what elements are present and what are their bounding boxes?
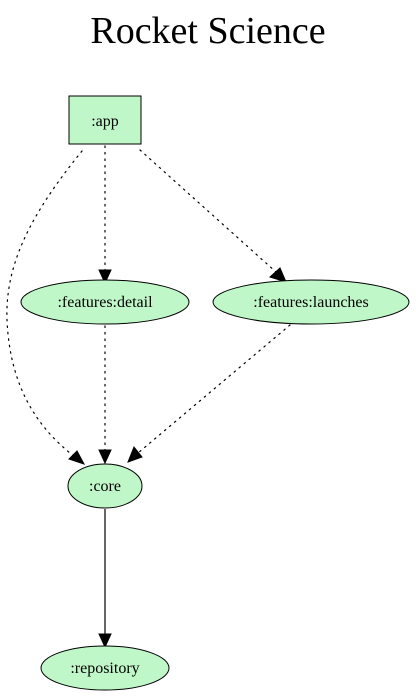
node-core-label: :core <box>89 478 121 495</box>
edge-app-core <box>6 150 83 458</box>
arrowhead-detail-core <box>98 449 112 465</box>
node-features-detail-ellipse <box>20 279 190 325</box>
edges <box>6 145 291 649</box>
node-repository-ellipse <box>40 645 170 691</box>
node-features-launches-ellipse <box>212 279 410 325</box>
node-core-ellipse <box>67 463 143 509</box>
arrowhead-app-detail <box>98 269 112 285</box>
edge-launches-core <box>137 324 291 454</box>
arrowhead-app-core <box>68 450 86 465</box>
arrowhead-core-repository <box>98 633 112 649</box>
node-features-detail-label: :features:detail <box>57 294 153 311</box>
node-app-box <box>68 95 142 145</box>
node-features-launches[interactable]: :features:launches <box>212 279 410 325</box>
node-app[interactable]: :app <box>68 95 142 145</box>
edge-app-launches <box>139 149 277 273</box>
node-repository[interactable]: :repository <box>40 645 170 691</box>
node-core[interactable]: :core <box>67 463 143 509</box>
arrowhead-app-launches <box>269 267 287 283</box>
node-app-label: :app <box>91 113 119 130</box>
node-features-detail[interactable]: :features:detail <box>20 279 190 325</box>
arrowhead-launches-core <box>127 446 143 463</box>
node-repository-label: :repository <box>70 660 139 677</box>
node-features-launches-label: :features:launches <box>253 294 369 311</box>
diagram-title: Rocket Science <box>90 10 325 52</box>
nodes: :app :features:detail :features:launches… <box>20 95 410 691</box>
